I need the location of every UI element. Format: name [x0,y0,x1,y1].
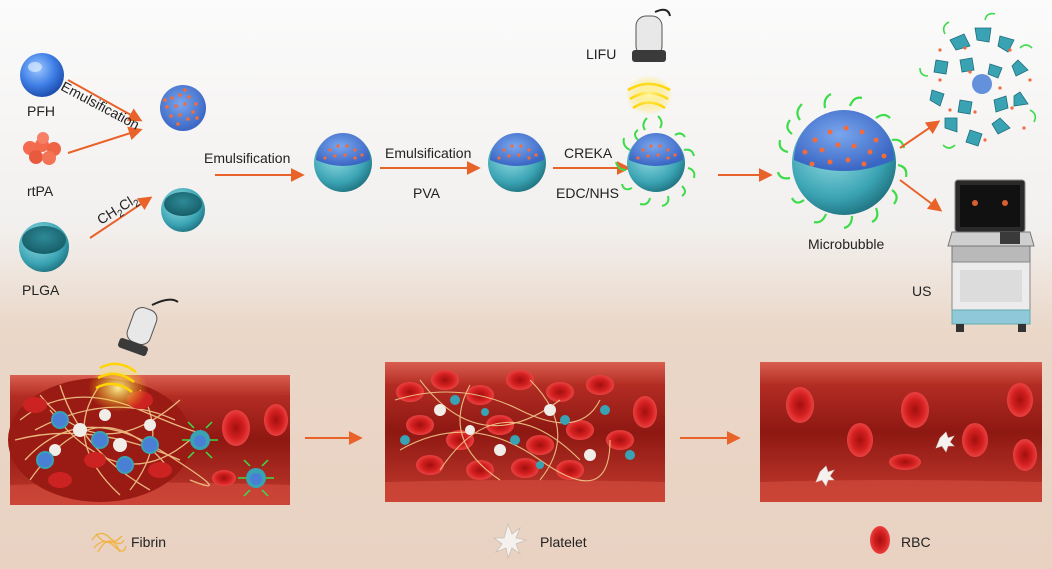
label-microbubble: Microbubble [808,236,885,252]
label-us: US [912,283,932,299]
vessel-segment-3 [760,362,1042,502]
targeted-microbubble [182,421,218,459]
pfh-rtpa-droplet [160,85,206,131]
vessel-segment-1 [8,298,290,505]
plga-shell-dissolved [161,188,205,232]
loaded-microsphere-1 [314,133,372,192]
platelet-icon [492,522,528,560]
arrow-rtpa [67,126,143,154]
arrow-plga [89,196,153,239]
plga-shell [19,222,69,272]
pfh-droplet [20,53,64,97]
legend-platelet-label: Platelet [540,534,587,550]
label-emulsification-3: Emulsification [385,145,472,161]
label-pva: PVA [413,185,440,201]
rbc-icon [870,526,890,554]
label-pfh: PFH [27,103,55,119]
loaded-microsphere-2 [488,133,546,192]
ruptured-microbubble [919,12,1037,149]
label-rtpa: rtPA [27,183,54,199]
pfh-highlight [28,62,42,72]
fibrin-icon [91,532,127,553]
label-creka: CREKA [564,145,613,161]
legend-rbc-label: RBC [901,534,931,550]
arrow-to-rupture [899,120,941,149]
arrow-pfh [67,79,143,122]
platelets-free [815,431,955,487]
ultrasound-machine-icon [947,179,1035,332]
label-plga: PLGA [22,282,60,298]
lifu-probe-icon [625,8,673,115]
rtpa-cluster [23,132,61,165]
lifu-probe-thrombus-icon [88,298,179,412]
label-emulsification-2: Emulsification [204,150,291,166]
creka-microsphere [615,115,696,207]
label-edc-nhs: EDC/NHS [556,185,620,201]
label-lifu: LIFU [586,46,617,62]
vessel-segment-2 [385,362,665,502]
arrow-to-us [899,179,943,212]
microbubble [776,93,908,230]
legend-fibrin-label: Fibrin [131,534,167,550]
